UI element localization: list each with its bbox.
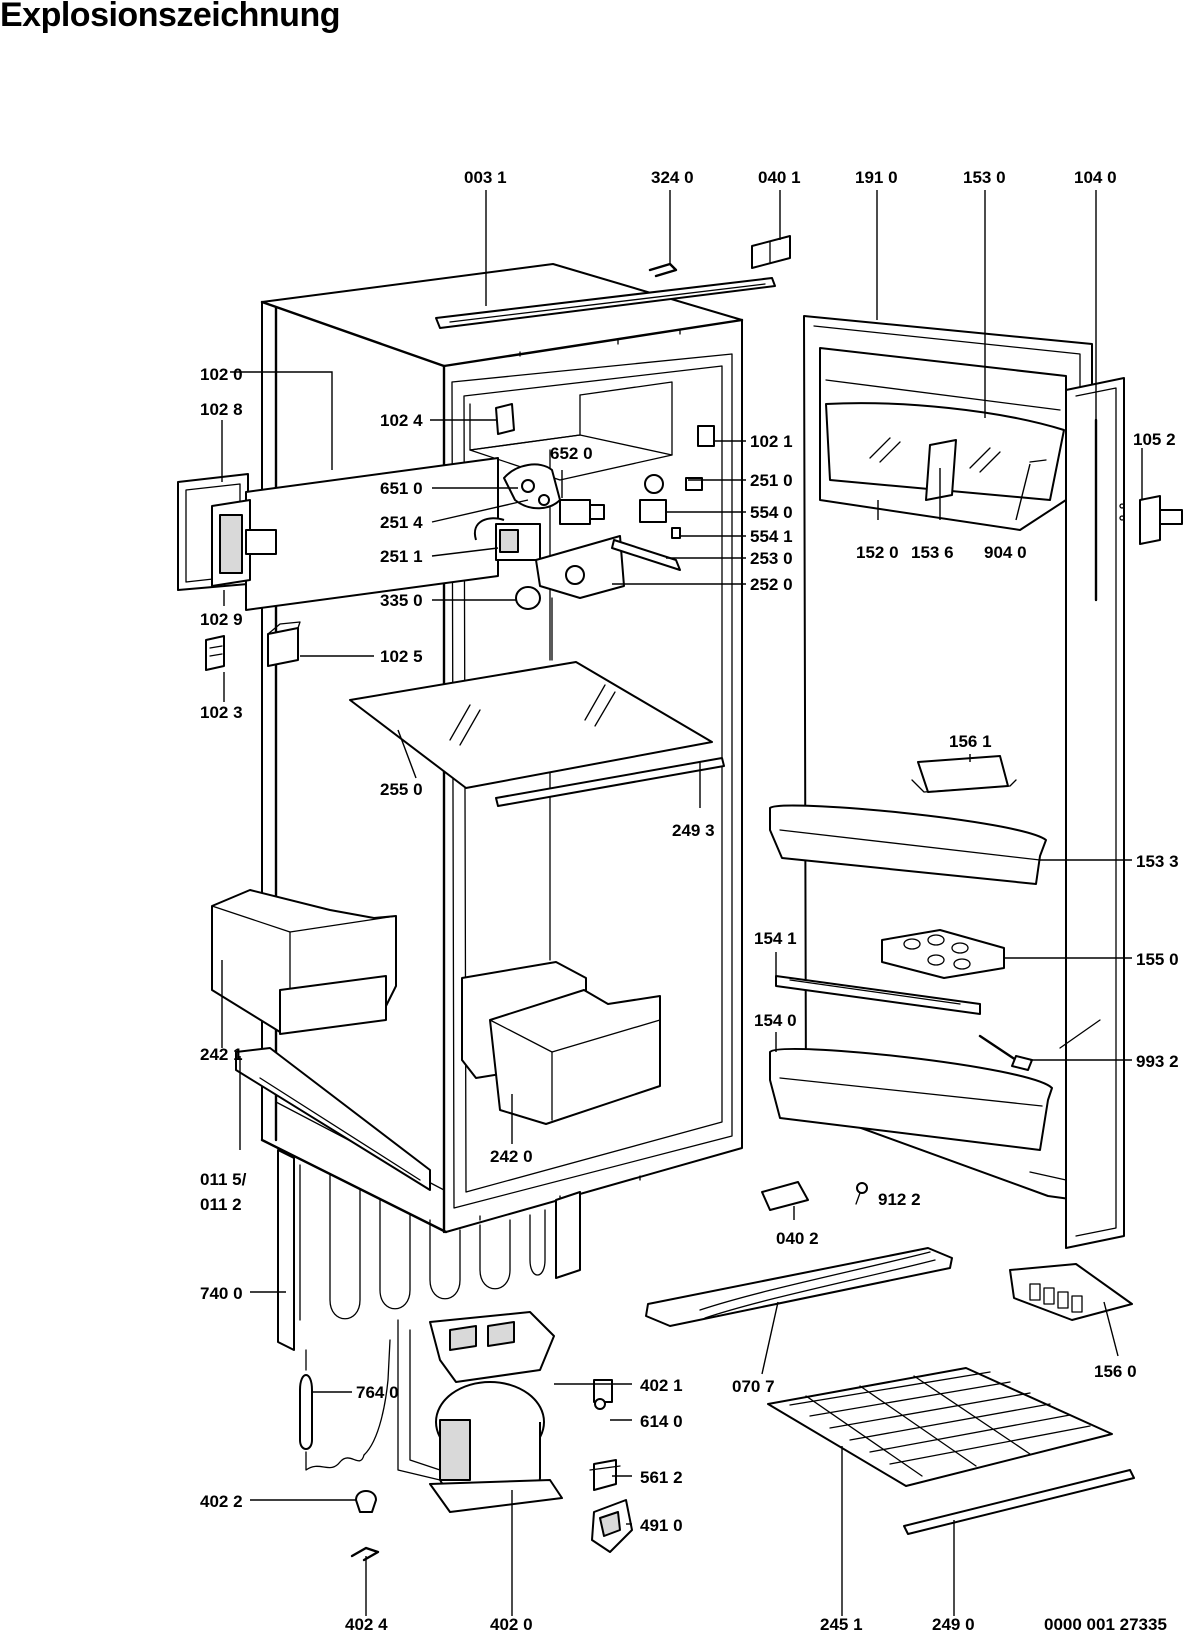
callout-251-4: 251 4: [380, 513, 423, 532]
shelf-rail-154-1: [775, 975, 981, 1015]
callout-249-3: 249 3: [672, 821, 715, 840]
callout-764-0: 764 0: [356, 1383, 399, 1402]
callout-154-0: 154 0: [754, 1011, 797, 1030]
shelf-strip-249-3: [495, 757, 725, 807]
callout-402-2: 402 2: [200, 1492, 243, 1511]
part-912-2: [855, 1182, 868, 1205]
callout-249-0: 249 0: [932, 1615, 975, 1630]
callout-402-4: 402 4: [345, 1615, 388, 1630]
callout-153-0: 153 0: [963, 168, 1006, 187]
callout-153-6: 153 6: [911, 543, 954, 562]
compressor-mount-402-1: [429, 1311, 555, 1383]
thermostat-assembly: [473, 463, 625, 661]
front-frame-011: [235, 1047, 431, 1191]
callout-102-1: 102 1: [750, 432, 793, 451]
callout-labels: 003 1 324 0 040 1 191 0 153 0 104 0 102 …: [200, 168, 1179, 1630]
door-shelf-153-3: [769, 804, 1047, 885]
leader-lines: [221, 190, 1143, 1616]
hinge-105-2: [1119, 495, 1183, 545]
callout-242-0: 242 0: [490, 1147, 533, 1166]
callout-253-0: 253 0: [750, 549, 793, 568]
hinge-bracket-040-1: [751, 235, 791, 269]
callout-614-0: 614 0: [640, 1412, 683, 1431]
clip-402-4: [350, 1546, 380, 1562]
protector-561-2: [589, 1459, 621, 1491]
part-102-1: [697, 425, 715, 447]
callout-102-9: 102 9: [200, 610, 243, 629]
callout-011-2: 011 2: [200, 1195, 242, 1214]
callout-156-0: 156 0: [1094, 1362, 1137, 1381]
vegetable-bin-242-1: [211, 889, 397, 1035]
callout-904-0: 904 0: [984, 543, 1027, 562]
callout-191-0: 191 0: [855, 168, 898, 187]
callout-561-2: 561 2: [640, 1468, 683, 1487]
drawer-242-0: [461, 961, 661, 1125]
egg-tray-155-0: [881, 929, 1005, 979]
callout-740-0: 740 0: [200, 1284, 243, 1303]
clip-324: [648, 262, 678, 278]
page-title: Explosionszeichnung: [0, 0, 340, 34]
callout-154-1: 154 1: [754, 929, 797, 948]
top-rail: [435, 277, 776, 329]
trim-panel-102-0: [211, 457, 499, 611]
callout-040-1: 040 1: [758, 168, 801, 187]
condenser-740-0: [277, 1149, 581, 1351]
callout-102-5: 102 5: [380, 647, 423, 666]
callout-335-0: 335 0: [380, 591, 423, 610]
callout-156-1: 156 1: [949, 732, 992, 751]
callout-040-2: 040 2: [776, 1229, 819, 1248]
callout-070-7: 070 7: [732, 1377, 775, 1396]
door-shelf-154-0: [769, 1047, 1053, 1151]
butter-compartment: [819, 347, 1067, 531]
cover-102-5: [267, 621, 301, 667]
lamp-cover-102-4: [495, 403, 515, 435]
document-number: 0000 001 27335: [1044, 1615, 1167, 1630]
callout-242-1: 242 1: [200, 1045, 243, 1064]
dryer-764-0: [299, 1339, 391, 1471]
callout-651-0: 651 0: [380, 479, 423, 498]
compressor-402-0: [397, 1319, 563, 1513]
callout-102-0: 102 0: [200, 365, 243, 384]
callout-255-0: 255 0: [380, 780, 423, 799]
knob-335-0: [515, 586, 541, 610]
callout-554-0: 554 0: [750, 503, 793, 522]
callout-652-0: 652 0: [550, 444, 593, 463]
callout-104-0: 104 0: [1074, 168, 1117, 187]
callout-324-0: 324 0: [651, 168, 694, 187]
callout-155-0: 155 0: [1136, 950, 1179, 969]
callout-102-4: 102 4: [380, 411, 423, 430]
callout-003-1: 003 1: [464, 168, 507, 187]
callout-102-8: 102 8: [200, 400, 243, 419]
glass-shelf: [349, 661, 713, 789]
callout-554-1: 554 1: [750, 527, 793, 546]
callout-251-0: 251 0: [750, 471, 793, 490]
clip-102-3: [205, 635, 225, 671]
callout-252-0: 252 0: [750, 575, 793, 594]
relay-614-0: [593, 1379, 613, 1410]
strip-070-7: [645, 1247, 953, 1327]
callout-152-0: 152 0: [856, 543, 899, 562]
lamp-socket-parts: [611, 474, 703, 571]
shelf-strip-249-0: [903, 1469, 1135, 1535]
hinge-bracket-040-2: [761, 1181, 809, 1211]
callout-153-3: 153 3: [1136, 852, 1179, 871]
callout-011-5: 011 5/: [200, 1170, 247, 1189]
wire-shelf-245-1: [767, 1367, 1113, 1487]
callout-993-2: 993 2: [1136, 1052, 1179, 1071]
callout-402-1: 402 1: [640, 1376, 683, 1395]
egg-box-lid-156-1: [911, 755, 1017, 793]
callout-402-0: 402 0: [490, 1615, 533, 1630]
callout-251-1: 251 1: [380, 547, 423, 566]
callout-912-2: 912 2: [878, 1190, 921, 1209]
callout-491-0: 491 0: [640, 1516, 683, 1535]
ice-tray-156-0: [1009, 1263, 1133, 1321]
callout-102-3: 102 3: [200, 703, 243, 722]
cap-402-2: [355, 1490, 377, 1513]
callout-105-2: 105 2: [1133, 430, 1176, 449]
cover-491-0: [591, 1499, 633, 1553]
part-993-2: [978, 1034, 1033, 1071]
callout-245-1: 245 1: [820, 1615, 863, 1630]
